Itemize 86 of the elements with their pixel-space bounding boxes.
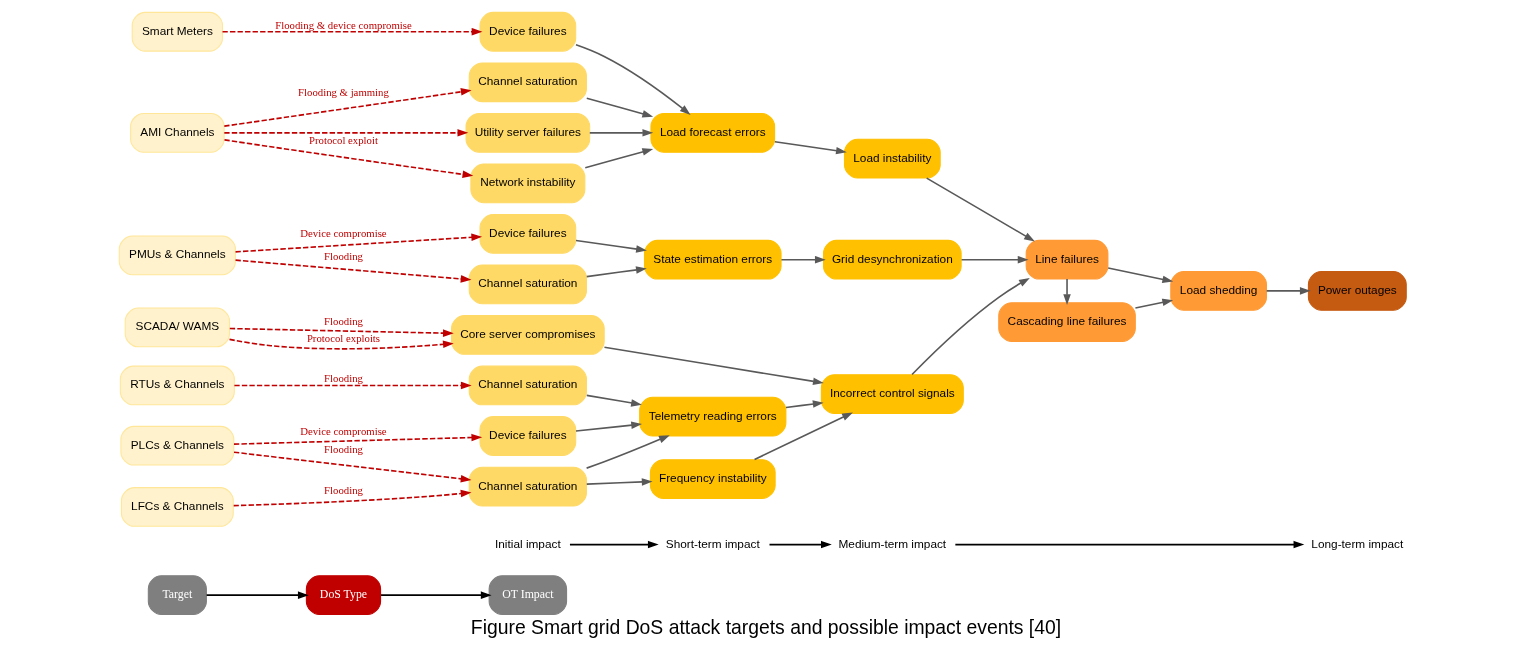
- caption: Figure Smart grid DoS attack targets and possible impact events [40]: [470, 616, 1061, 639]
- node-text: Short-term impact: [665, 536, 760, 551]
- node-box: Channel saturation: [468, 365, 587, 406]
- node-box: Smart Meters: [131, 11, 223, 52]
- edge-label: Device compromise: [299, 227, 387, 240]
- node-box: Cascading line failures: [997, 302, 1136, 342]
- node-box: LFCs & Channels: [120, 487, 234, 527]
- node-box: Frequency instability: [649, 459, 776, 499]
- arrow: [1106, 267, 1173, 284]
- arrow: [232, 451, 471, 483]
- edge-label: Flooding: [323, 443, 363, 456]
- node-box: Telemetry reading errors: [638, 396, 786, 437]
- node-box: Power outages: [1307, 270, 1407, 311]
- arrow: [773, 140, 847, 155]
- arrow: [574, 421, 642, 432]
- edge-label: Flooding: [323, 372, 363, 385]
- arrow: [205, 591, 309, 599]
- node-box: Load instability: [843, 138, 941, 179]
- arrow: [603, 346, 824, 386]
- arrow: [228, 338, 454, 350]
- node-box: Channel saturation: [468, 62, 587, 103]
- node-box: Incorrect control signals: [820, 374, 964, 414]
- node-box: Device failures: [478, 11, 576, 52]
- node-box: Utility server failures: [465, 112, 590, 153]
- node-box: Load forecast errors: [649, 112, 775, 153]
- arrow: [780, 255, 826, 264]
- node-box: Device failures: [478, 416, 576, 456]
- arrow: [223, 139, 473, 179]
- node-box: PMUs & Channels: [118, 235, 236, 276]
- arrow: [379, 591, 492, 599]
- node-box: DoS Type: [305, 575, 381, 616]
- arrow: [925, 177, 1035, 242]
- arrow: [585, 435, 670, 469]
- arrow: [1265, 287, 1311, 295]
- node-box: PLCs & Channels: [119, 425, 234, 466]
- arrow: [574, 239, 647, 253]
- edge-label: Flooding: [323, 484, 363, 497]
- node-box: SCADA/ WAMS: [124, 307, 230, 348]
- arrow: [960, 255, 1029, 264]
- arrow: [574, 44, 691, 115]
- node-box: AMI Channels: [129, 112, 225, 153]
- node-box: Line failures: [1025, 239, 1108, 280]
- arrow: [234, 259, 471, 283]
- node-box: Target: [147, 575, 207, 616]
- arrow: [223, 129, 468, 137]
- node-text: Initial impact: [494, 536, 561, 551]
- arrow: [585, 97, 653, 118]
- node-box: Device failures: [478, 214, 576, 254]
- node-box: RTUs & Channels: [119, 365, 235, 406]
- node-box: Channel saturation: [468, 466, 587, 507]
- edge-label: Protocol exploits: [306, 332, 380, 345]
- arrow: [954, 540, 1304, 549]
- node-box: Load shedding: [1169, 270, 1267, 311]
- arrow: [585, 266, 647, 278]
- arrow: [234, 233, 482, 253]
- arrow: [1134, 298, 1173, 309]
- arrow: [588, 129, 653, 137]
- arrow: [585, 394, 642, 407]
- node-box: State estimation errors: [643, 239, 782, 280]
- arrow: [583, 148, 653, 169]
- edge-label: Flooding & device compromise: [274, 18, 412, 31]
- node-box: Core server compromises: [450, 315, 605, 355]
- arrow: [753, 412, 853, 461]
- node-box: Network instability: [469, 163, 585, 204]
- edge-label: Protocol exploit: [308, 133, 378, 146]
- arrow: [1062, 278, 1071, 305]
- arrow: [232, 433, 482, 445]
- arrow: [768, 540, 832, 549]
- arrow: [585, 478, 653, 486]
- arrow: [228, 327, 454, 337]
- arrow: [232, 489, 471, 507]
- arrow: [233, 381, 472, 390]
- edge-label: Flooding: [323, 315, 363, 328]
- arrow: [223, 88, 472, 127]
- arrow: [910, 277, 1030, 376]
- node-text: Long-term impact: [1310, 536, 1403, 551]
- node-box: Grid desynchronization: [822, 239, 962, 280]
- edge-label: Flooding & jamming: [297, 86, 389, 99]
- node-box: Channel saturation: [468, 264, 587, 305]
- edge-label: Flooding: [323, 249, 363, 262]
- arrow: [221, 28, 482, 36]
- edge-label: Device compromise: [299, 424, 387, 437]
- arrow: [784, 400, 824, 409]
- node-box: OT Impact: [488, 575, 567, 616]
- node-text: Medium-term impact: [838, 536, 946, 551]
- arrow: [568, 540, 659, 549]
